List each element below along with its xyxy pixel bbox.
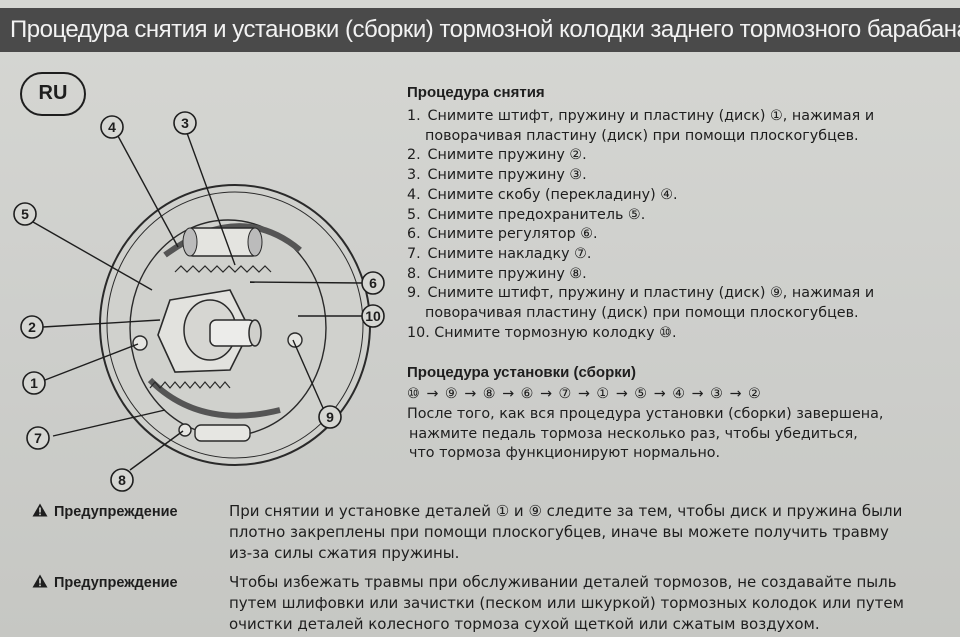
installation-note: После того, как вся процедура установки …: [407, 405, 947, 464]
installation-note-line: нажмите педаль тормоза несколько раз, чт…: [409, 425, 858, 442]
removal-step: 1. Снимите штифт, пружину и пластину (ди…: [407, 108, 875, 144]
page-title: Процедура снятия и установки (сборки) то…: [0, 8, 960, 52]
installation-note-line: После того, как вся процедура установки …: [407, 406, 884, 422]
callout-marker-4: 4: [100, 115, 124, 139]
callout-marker-3: 3: [173, 111, 197, 135]
brake-drum-diagram: 4 3 5 6 10 2 1 9: [13, 111, 385, 492]
callout-marker-9: 9: [318, 405, 342, 429]
warning-label: Предупреждение: [32, 503, 178, 520]
svg-text:2: 2: [28, 319, 36, 335]
leader-lines: [32, 132, 363, 471]
removal-steps: 1. Снимите штифт, пружину и пластину (ди…: [407, 107, 927, 343]
svg-text:3: 3: [181, 115, 189, 131]
warning-triangle-icon: [32, 503, 48, 517]
removal-step: 5. Снимите предохранитель ⑤.: [407, 206, 646, 223]
upper-return-spring: [174, 265, 272, 273]
warning-text: Чтобы избежать травмы при обслуживании д…: [229, 573, 904, 633]
removal-step: 10. Снимите тормозную колодку ⑩.: [407, 324, 677, 341]
removal-step: 3. Снимите пружину ③.: [407, 167, 587, 184]
callout-marker-8: 8: [110, 468, 134, 492]
removal-step: 2. Снимите пружину ②.: [407, 147, 587, 164]
removal-step: 8. Снимите пружину ⑧.: [407, 265, 587, 282]
svg-text:6: 6: [369, 275, 377, 291]
removal-step: 9. Снимите штифт, пружину и пластину (ди…: [407, 285, 875, 322]
svg-text:1: 1: [30, 375, 38, 391]
installation-sequence: ⑩ → ⑨ → ⑧ → ⑥ → ⑦ → ① → ⑤ → ④ → ③ → ②: [407, 386, 762, 402]
adjuster-parts: [132, 332, 303, 442]
warning-triangle-icon: [32, 574, 48, 588]
removal-title: Процедура снятия: [407, 84, 545, 101]
removal-step: 7. Снимите накладку ⑦.: [407, 245, 592, 262]
callout-marker-5: 5: [13, 202, 37, 226]
callout-marker-10: 10: [361, 304, 385, 328]
svg-text:9: 9: [326, 409, 334, 425]
wheel-cylinder: [182, 227, 263, 257]
callout-marker-1: 1: [22, 371, 46, 395]
removal-step: 6. Снимите регулятор ⑥.: [407, 226, 598, 243]
svg-text:4: 4: [108, 119, 116, 135]
svg-text:10: 10: [365, 308, 381, 324]
svg-text:7: 7: [34, 430, 42, 446]
warning-label: Предупреждение: [32, 574, 178, 591]
svg-text:5: 5: [21, 206, 29, 222]
callout-marker-2: 2: [20, 315, 44, 339]
warning-text: При снятии и установке деталей ① и ⑨ сле…: [229, 502, 903, 562]
lower-return-spring: [149, 381, 231, 389]
callout-marker-6: 6: [361, 271, 385, 295]
language-badge: RU: [20, 72, 86, 116]
callout-marker-7: 7: [26, 426, 50, 450]
removal-step: 4. Снимите скобу (перекладину) ④.: [407, 186, 678, 203]
hub: [157, 289, 262, 373]
installation-title: Процедура установки (сборки): [407, 364, 636, 381]
svg-text:8: 8: [118, 472, 126, 488]
installation-note-line: что тормоза функционируют нормально.: [409, 445, 721, 462]
